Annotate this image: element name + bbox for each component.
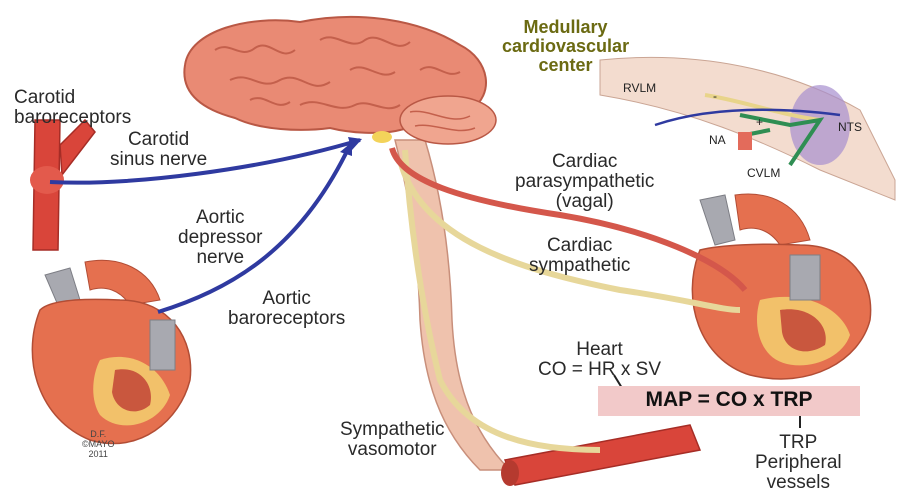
label-na: NA (709, 134, 726, 147)
label-cardiac-sympathetic: Cardiac sympathetic (529, 236, 630, 276)
brain (184, 17, 496, 144)
label-heart-equation: Heart CO = HR x SV (538, 340, 661, 380)
label-aortic-baroreceptors: Aortic baroreceptors (228, 289, 345, 329)
label-rvlm: RVLM (623, 82, 656, 95)
label-medullary-center: Medullary cardiovascular center (502, 18, 629, 75)
label-carotid-sinus-nerve: Carotid sinus nerve (110, 130, 207, 170)
label-sympathetic-vasomotor: Sympathetic vasomotor (340, 420, 445, 460)
label-map-equation: MAP = CO x TRP (598, 389, 860, 411)
peripheral-vessel (501, 425, 700, 486)
label-carotid-baroreceptors: Carotid baroreceptors (14, 88, 131, 128)
carotid-artery (30, 120, 95, 250)
label-trp-peripheral-vessels: TRP Peripheral vessels (755, 433, 842, 493)
pathway-minus-sign: - (713, 90, 717, 103)
label-cvlm: CVLM (747, 167, 780, 180)
left-heart (32, 260, 190, 443)
label-cardiac-parasympathetic: Cardiac parasympathetic (vagal) (515, 152, 654, 212)
label-signature: D.F. ©MAYO 2011 (82, 430, 114, 460)
right-heart (692, 194, 870, 379)
label-nts: NTS (838, 121, 862, 134)
label-aortic-depressor-nerve: Aortic depressor nerve (178, 208, 263, 268)
pathway-plus-sign: + (756, 116, 763, 129)
